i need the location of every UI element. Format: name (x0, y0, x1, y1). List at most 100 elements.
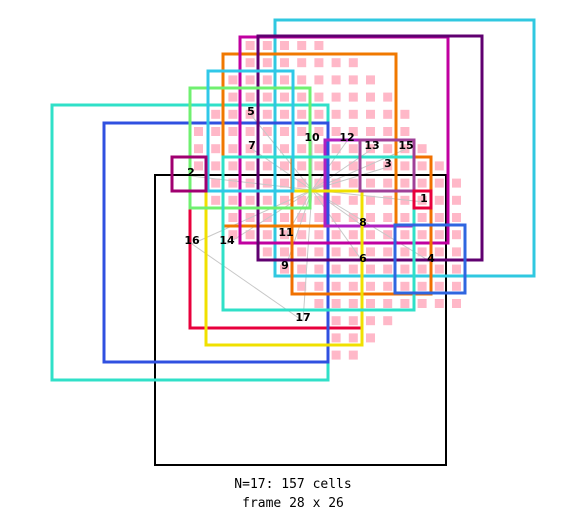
grid-cell (383, 281, 393, 291)
grid-cell (348, 299, 358, 308)
grid-cell (262, 213, 272, 222)
grid-cell (314, 161, 324, 171)
link-line (284, 189, 313, 270)
grid-cell (297, 75, 307, 85)
grid-cell (400, 109, 410, 119)
grid-cell (228, 75, 238, 85)
grid-cell (280, 161, 289, 171)
grid-cell (331, 333, 341, 343)
grid-cell (331, 92, 341, 102)
grid-cell (211, 144, 221, 154)
grid-cell (297, 247, 307, 257)
grid-cell (452, 195, 461, 205)
square-outline-3 (358, 138, 416, 193)
square-label-17: 17 (295, 311, 310, 324)
grid-cell (262, 178, 272, 188)
grid-cell (348, 178, 358, 188)
square-label-14: 14 (219, 234, 235, 247)
grid-cell (245, 161, 255, 171)
grid-cell (245, 58, 255, 68)
grid-cell (417, 264, 427, 274)
grid-cell (348, 281, 358, 291)
grid-cell (297, 161, 307, 171)
grid-cell (452, 178, 461, 188)
grid-cell (434, 230, 444, 240)
grid-cell (348, 213, 358, 222)
grid-cell (331, 58, 341, 68)
grid-cell (417, 178, 427, 188)
grid-cell (417, 247, 427, 257)
grid-cell (400, 161, 410, 171)
grid-cell (280, 264, 289, 274)
grid-cell (452, 264, 461, 274)
frame-size-caption: frame 28 x 26 (242, 496, 344, 511)
grid-cell (262, 58, 272, 68)
grid-cell (228, 230, 238, 240)
link-line (311, 189, 364, 227)
grid-cell (314, 75, 324, 85)
grid-cell (262, 195, 272, 205)
grid-cell (262, 247, 272, 257)
grid-cell (383, 178, 393, 188)
grid-cell (262, 230, 272, 240)
grid-cell (314, 58, 324, 68)
grid-cell (245, 144, 255, 154)
grid-cell (331, 75, 341, 85)
square-outlines (50, 18, 536, 382)
grid-cell (383, 92, 393, 102)
grid-cell (280, 92, 289, 102)
grid-cell (331, 281, 341, 291)
square-outline-2 (170, 155, 208, 193)
grid-cell (452, 213, 461, 222)
grid-cell (314, 299, 324, 308)
grid-cell (417, 161, 427, 171)
square-label-9: 9 (281, 259, 289, 272)
grid-cell (262, 127, 272, 136)
grid-cell (280, 195, 289, 205)
grid-cell (280, 230, 289, 240)
grid-cell (280, 41, 289, 50)
grid-cell (400, 213, 410, 222)
grid-cell (417, 230, 427, 240)
grid-cell (314, 213, 324, 222)
grid-cell (383, 230, 393, 240)
grid-cell (211, 127, 221, 136)
grid-cell (245, 127, 255, 136)
grid-cell (348, 230, 358, 240)
grid-cell (400, 264, 410, 274)
grid-cell (400, 178, 410, 188)
grid-cell (314, 92, 324, 102)
cell-count-caption: N=17: 157 cells (234, 477, 352, 492)
grid-cell (194, 144, 203, 154)
grid-cell (348, 247, 358, 257)
grid-cell (194, 127, 203, 136)
square-label-16: 16 (184, 234, 200, 247)
grid-cell (314, 247, 324, 257)
square-label-11: 11 (278, 226, 293, 239)
grid-cell (366, 230, 375, 240)
grid-cell (262, 75, 272, 85)
grid-cell (400, 230, 410, 240)
grid-cell (331, 127, 341, 136)
grid-cell (211, 161, 221, 171)
frame-layer (154, 174, 447, 466)
link-line (285, 189, 313, 237)
grid-cell (366, 75, 375, 85)
frame-outline (154, 174, 447, 466)
grid-cell (211, 195, 221, 205)
square-label-1: 1 (420, 192, 428, 205)
grid-cell (366, 264, 375, 274)
square-label-8: 8 (359, 216, 367, 229)
grid-cell (348, 161, 358, 171)
square-label-13: 13 (364, 139, 379, 152)
grid-cell (314, 144, 324, 154)
grid-cell (314, 41, 324, 50)
grid-cell (297, 58, 307, 68)
grid-cell (348, 109, 358, 119)
grid-cell (194, 161, 203, 171)
grid-cell (366, 195, 375, 205)
grid-cell (228, 178, 238, 188)
grid-cell (383, 144, 393, 154)
grid-cell (366, 144, 375, 154)
square-outline-6 (221, 155, 416, 312)
